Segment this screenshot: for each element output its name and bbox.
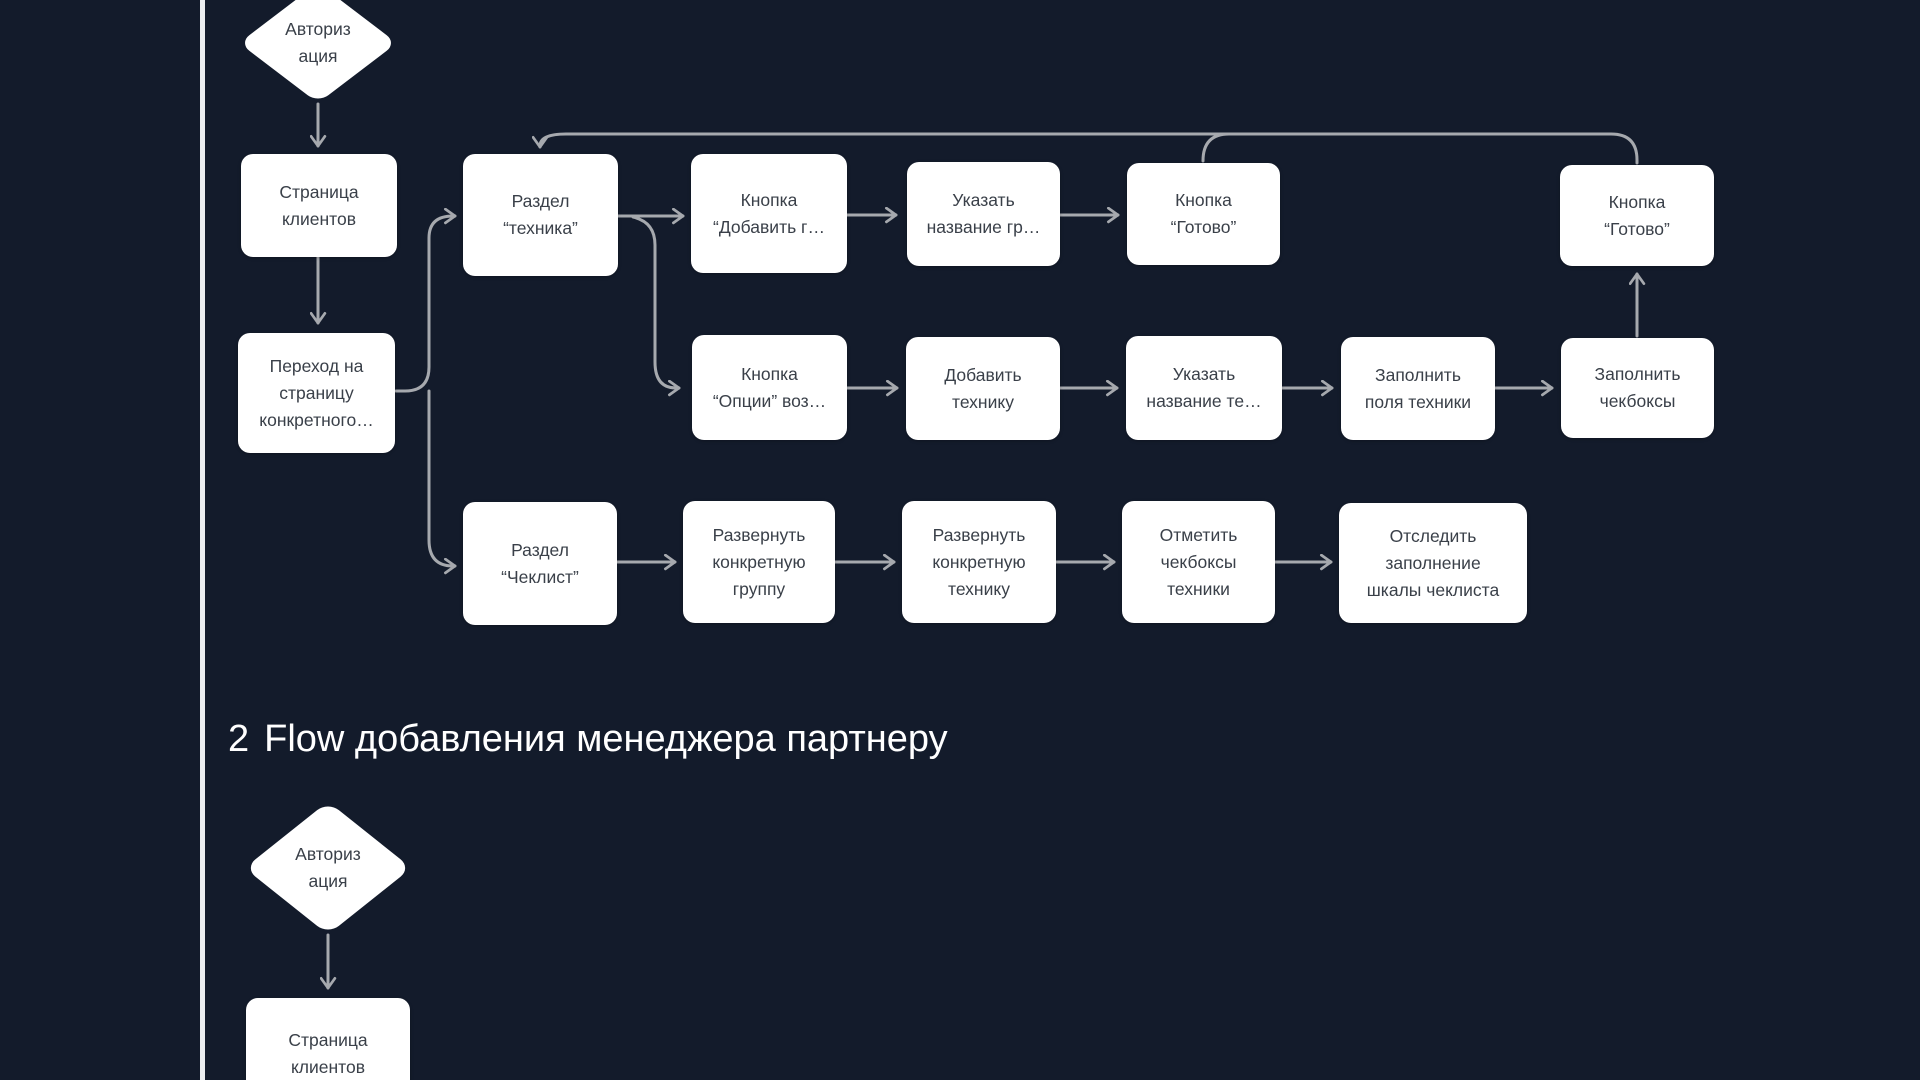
node-expand-group[interactable]: Развернуть конкретную группу <box>683 501 835 623</box>
diamond-authorization-2[interactable] <box>244 801 411 934</box>
node-label: Раздел “Чеклист” <box>501 539 579 587</box>
node-label: Добавить технику <box>944 364 1022 412</box>
node-label: Авториз ация <box>295 844 361 891</box>
node-label: Заполнить поля техники <box>1364 364 1472 412</box>
node-button-done-1[interactable]: Кнопка “Готово” <box>1127 163 1280 265</box>
page-divider <box>200 0 205 1080</box>
node-add-equipment[interactable]: Добавить технику <box>906 337 1060 440</box>
node-label: Кнопка “Опции” воз… <box>712 363 827 411</box>
connector-feedback-loop <box>531 132 1639 165</box>
node-fill-equipment-fields[interactable]: Заполнить поля техники <box>1341 337 1495 440</box>
node-label: Страница клиентов <box>279 181 359 229</box>
node-expand-equipment[interactable]: Развернуть конкретную технику <box>902 501 1056 623</box>
connector-transition-to-checklist <box>427 389 457 575</box>
node-label: Раздел “техника” <box>503 191 578 238</box>
diamond-authorization-1[interactable] <box>239 0 397 103</box>
node-button-add-group[interactable]: Кнопка “Добавить г… <box>691 154 847 273</box>
connector-done-mid-join <box>1201 132 1231 163</box>
connector-technika-to-options <box>631 215 681 397</box>
node-track-checklist-progress[interactable]: Отследить заполнение шкалы чеклиста <box>1339 503 1527 623</box>
section-title: Flow добавления менеджера партнеру <box>264 718 948 760</box>
section-number: 2 <box>228 718 250 760</box>
node-label: Развернуть конкретную технику <box>932 524 1026 599</box>
node-label: Авториз ация <box>285 19 351 66</box>
node-clients-page-2[interactable]: Страница клиентов <box>246 998 410 1080</box>
node-label: Кнопка “Готово” <box>1604 191 1670 239</box>
node-label: Переход на страницу конкретного… <box>259 355 374 430</box>
node-section-technika[interactable]: Раздел “техника” <box>463 154 618 276</box>
connector-transition-to-technika <box>394 207 457 393</box>
node-authorization[interactable]: Авториз ация <box>239 0 397 103</box>
node-label: Отследить заполнение шкалы чеклиста <box>1366 525 1500 600</box>
node-specify-group-name[interactable]: Указать название гр… <box>907 162 1060 266</box>
node-label: Указать название те… <box>1146 364 1262 411</box>
node-specify-equipment-name[interactable]: Указать название те… <box>1126 336 1282 440</box>
node-label: Отметить чекбоксы техники <box>1159 524 1238 599</box>
node-button-options[interactable]: Кнопка “Опции” воз… <box>692 335 847 440</box>
node-section-checklist[interactable]: Раздел “Чеклист” <box>463 502 617 625</box>
section-heading: 2 Flow добавления менеджера партнеру <box>228 716 948 762</box>
node-mark-equipment-checkboxes[interactable]: Отметить чекбоксы техники <box>1122 501 1275 623</box>
node-label: Страница клиентов <box>288 1030 368 1077</box>
node-label: Указать название гр… <box>926 190 1041 237</box>
node-button-done-2[interactable]: Кнопка “Готово” <box>1560 165 1714 266</box>
node-label: Развернуть конкретную группу <box>712 524 806 599</box>
node-go-to-specific-page[interactable]: Переход на страницу конкретного… <box>238 333 395 453</box>
node-label: Кнопка “Добавить г… <box>713 189 825 237</box>
node-authorization-2[interactable]: Авториз ация <box>245 802 411 934</box>
node-label: Кнопка “Готово” <box>1170 190 1237 237</box>
node-fill-checkboxes[interactable]: Заполнить чекбоксы <box>1561 338 1714 438</box>
node-label: Заполнить чекбоксы <box>1594 364 1681 411</box>
node-clients-page[interactable]: Страница клиентов <box>241 154 397 257</box>
